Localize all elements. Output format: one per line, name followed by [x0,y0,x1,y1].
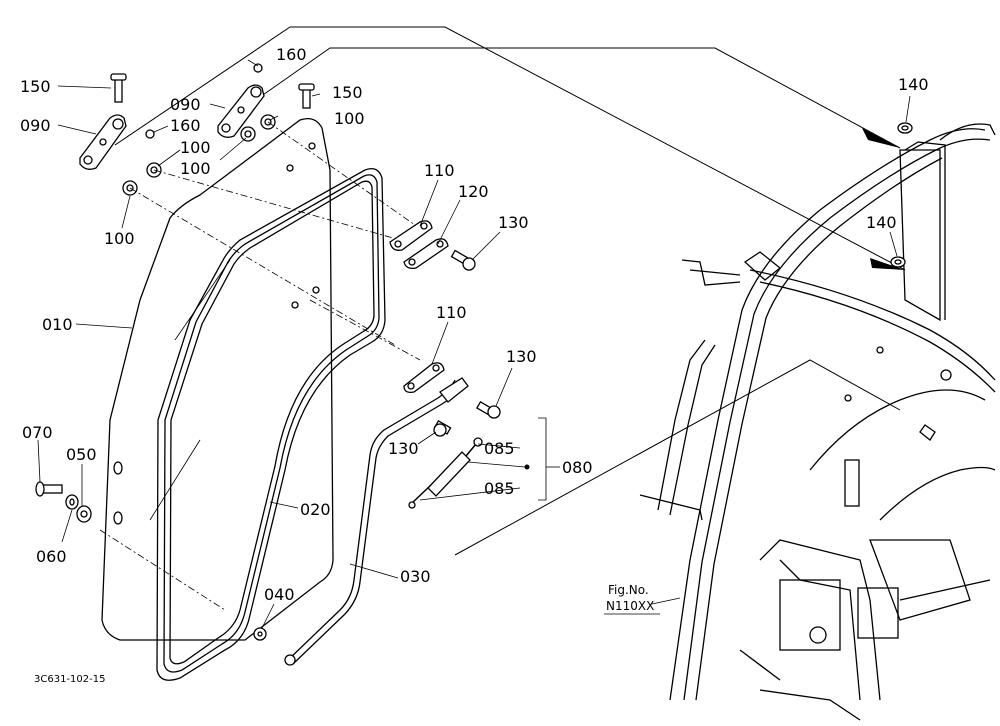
figure-ref-number: N110XX [606,599,654,613]
callout-140: 140 [898,75,929,94]
callout-110: 110 [424,161,455,180]
center-lines [99,121,421,611]
callout-070: 070 [22,423,53,442]
callout-140: 140 [866,213,897,232]
callout-085: 085 [484,479,515,498]
washer-040 [253,627,267,641]
callout-010: 010 [42,315,73,334]
drawing-code: 3C631-102-15 [34,674,105,685]
callout-160: 160 [170,116,201,135]
gas-strut-080 [408,437,483,509]
nut-050 [76,505,92,523]
callout-060: 060 [36,547,67,566]
callout-100: 100 [334,109,365,128]
bolt-130-middle [476,401,501,419]
hinge-090-left [79,114,127,170]
washer-140-upper [897,122,913,134]
callout-130: 130 [498,213,529,232]
callout-100: 100 [104,229,135,248]
hinge-pin-150-right [298,83,315,109]
callout-160: 160 [276,45,307,64]
callout-150: 150 [20,77,51,96]
washer-140-lower [890,256,906,268]
callout-050: 050 [66,445,97,464]
callout-110: 110 [436,303,467,322]
callout-090: 090 [170,95,201,114]
rod-030 [284,377,469,666]
snap-ring-160-right [253,63,263,73]
callout-150: 150 [332,83,363,102]
callout-085: 085 [484,439,515,458]
strut-bracket-lines [419,417,560,501]
hinge-pin-150-left [110,73,127,103]
callout-130: 130 [388,439,419,458]
callout-020: 020 [300,500,331,519]
callout-130: 130 [506,347,537,366]
leader-lines [37,59,911,629]
callout-040: 040 [264,585,295,604]
weatherstrip-020 [156,167,386,681]
washer-060 [65,494,79,510]
callout-100: 100 [180,138,211,157]
plate-120 [403,238,449,270]
callout-100: 100 [180,159,211,178]
figure-ref-label: Fig.No. [608,583,649,597]
callout-090: 090 [20,116,51,135]
bolt-130-upper [450,249,476,271]
bracket-110-upper [389,220,433,251]
cab-frame [639,123,996,721]
figure-reference: Fig.No. N110XX [604,583,660,615]
callout-080: 080 [562,458,593,477]
hinge-090-right [217,84,265,138]
bracket-110-lower [403,362,445,394]
callout-120: 120 [458,182,489,201]
bolt-130-lower [433,420,452,437]
screw-070 [35,481,63,497]
window-glass-010 [101,117,334,641]
callout-labels: 150 160 090 150 100 090 160 100 100 100 … [20,45,929,604]
callout-030: 030 [400,567,431,586]
snap-ring-160-left [145,129,155,139]
